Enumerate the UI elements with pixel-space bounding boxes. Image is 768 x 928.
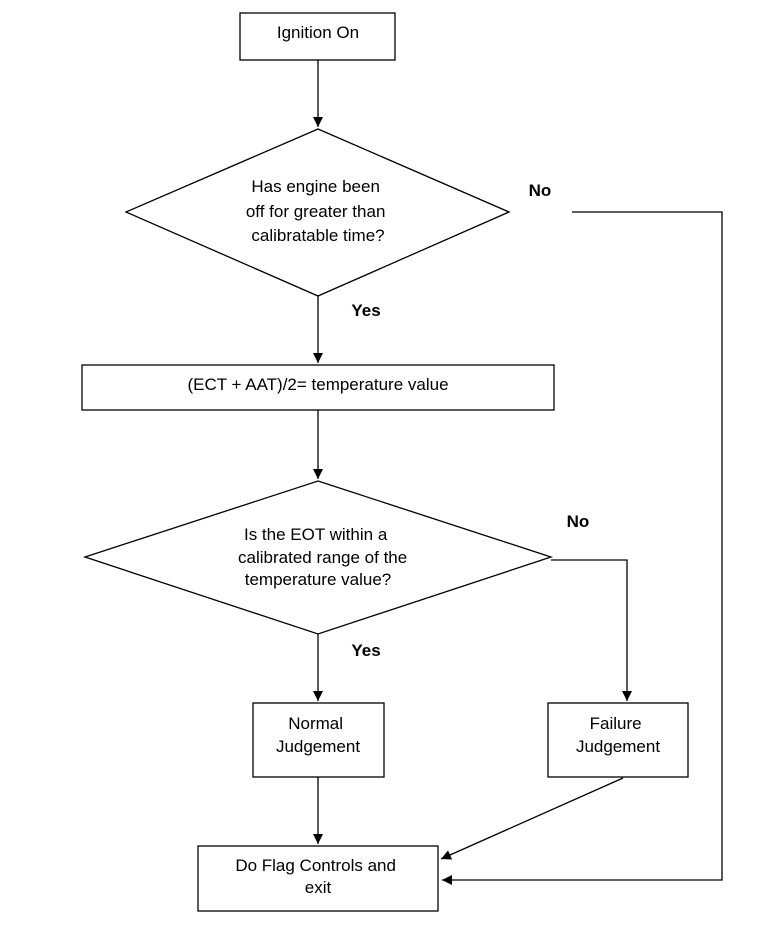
flag-controls-line-1: Do Flag Controls and: [235, 856, 396, 875]
failure-judgement-line-2: Judgement: [576, 737, 660, 756]
engine-off-line-2: off for greater than: [246, 202, 386, 221]
edge-failure-to-flag: [440, 777, 624, 860]
eot-line-2: calibrated range of the: [238, 548, 407, 567]
flag-controls-text: Do Flag Controls and exit: [235, 856, 400, 897]
eot-line-3: temperature value?: [245, 570, 391, 589]
engine-off-decision-node: Has engine been off for greater than cal…: [124, 128, 511, 297]
temperature-calc-line-1: (ECT + AAT)/2= temperature value: [187, 375, 448, 394]
engine-off-line-3: calibratable time?: [251, 226, 384, 245]
eot-line-1: Is the EOT within a: [244, 525, 388, 544]
failure-judgement-text: Failure Judgement: [576, 714, 660, 756]
edge-eot-no: [551, 559, 632, 701]
eot-decision-text: Is the EOT within a calibrated range of …: [238, 525, 412, 589]
eot-yes-label: Yes: [351, 641, 380, 660]
failure-judgement-node: Failure Judgement: [547, 702, 689, 778]
flag-controls-node: Do Flag Controls and exit: [197, 845, 439, 912]
engine-off-no-label: No: [529, 181, 552, 200]
normal-judgement-line-2: Judgement: [276, 737, 360, 756]
engine-off-line-1: Has engine been: [251, 177, 380, 196]
eot-decision-node: Is the EOT within a calibrated range of …: [82, 480, 554, 635]
normal-judgement-line-1: Normal: [288, 714, 343, 733]
temperature-calc-node: (ECT + AAT)/2= temperature value: [81, 364, 555, 411]
normal-judgement-text: Normal Judgement: [276, 714, 360, 756]
failure-judgement-line-1: Failure: [590, 714, 642, 733]
engine-off-decision-text: Has engine been off for greater than cal…: [246, 177, 390, 245]
normal-judgement-node: Normal Judgement: [252, 702, 385, 778]
ignition-on-text: Ignition On: [277, 23, 359, 42]
edge-engine-off-no: [442, 211, 723, 885]
ignition-on-node: Ignition On: [239, 12, 396, 61]
ignition-on-line-1: Ignition On: [277, 23, 359, 42]
flag-controls-line-2: exit: [305, 878, 332, 897]
engine-off-yes-label: Yes: [351, 301, 380, 320]
temperature-calc-text: (ECT + AAT)/2= temperature value: [187, 375, 448, 394]
eot-no-label: No: [567, 512, 590, 531]
